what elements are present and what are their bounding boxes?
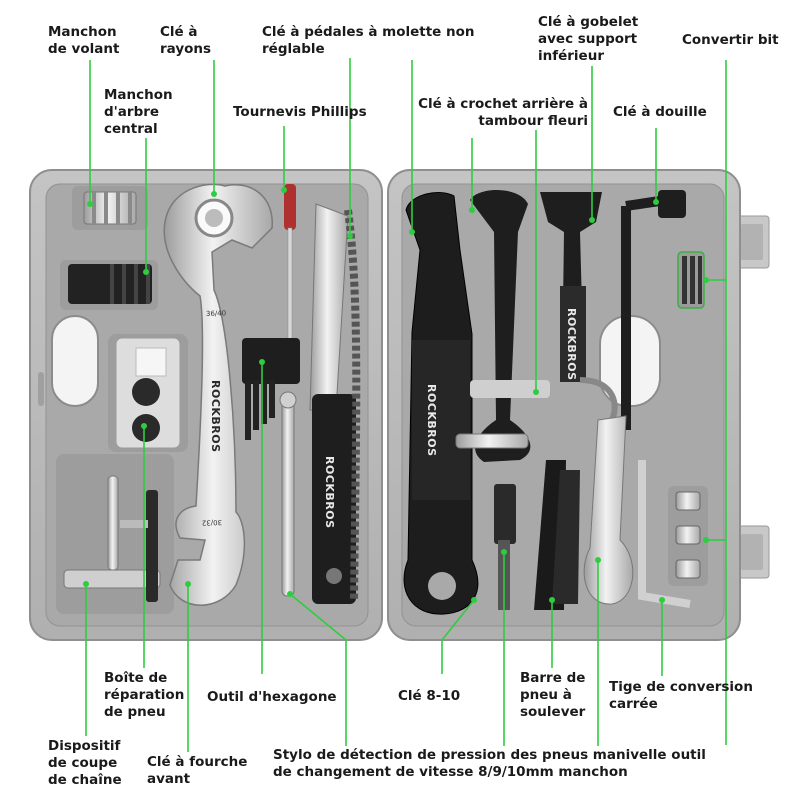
tire-pressure-pen	[279, 391, 297, 597]
label-tournevis: Tournevis Phillips	[233, 104, 367, 120]
leader-lines	[85, 58, 727, 752]
label-cle-crochet: Clé à crochet arrière à tambour fleuri	[418, 96, 588, 129]
cup-wrench-bottom-bracket: ROCKBROS	[540, 192, 618, 422]
case-handle-left	[51, 315, 99, 407]
label-coupe-chaine: Dispositif de coupe de chaîne	[48, 738, 122, 788]
chain-whip-brand: ROCKBROS	[323, 456, 336, 529]
converter-bit-holder	[677, 251, 705, 309]
label-manchon-volant: Manchon de volant	[48, 24, 120, 57]
label-barre-pneu: Barre de pneu à soulever	[520, 670, 586, 720]
socket-wrench	[621, 190, 686, 430]
label-cle-gobelet: Clé à gobelet avec support inférieur	[538, 14, 639, 64]
wrench-brand: ROCKBROS	[209, 380, 222, 453]
cup-wrench-brand: ROCKBROS	[565, 308, 578, 381]
wrench-size-bottom: 30/32	[202, 518, 222, 527]
flower-drum-hook-wrench	[470, 189, 550, 462]
label-cle-pedales: Clé à pédales à molette non réglable	[262, 24, 475, 57]
leader-cle-8-10	[441, 599, 475, 674]
case-hinge-top	[734, 215, 770, 269]
adjustable-wrench	[583, 415, 634, 605]
pedal-wrench: ROCKBROS	[403, 192, 479, 615]
label-cle-fourche: Clé à fourche avant	[147, 754, 248, 787]
square-conversion-sockets	[638, 460, 708, 608]
hex-key-set	[242, 338, 300, 440]
leader-dots	[83, 187, 709, 603]
tire-levers	[534, 460, 580, 610]
label-cle-8-10: Clé 8-10	[398, 688, 461, 704]
label-convertir-bit: Convertir bit	[682, 32, 779, 48]
label-stylo-pression: Stylo de détection de pression des pneus…	[273, 747, 706, 780]
wrench-8-10	[455, 433, 529, 449]
label-outil-hexagone: Outil d'hexagone	[207, 689, 337, 705]
label-cle-rayons: Clé à rayons	[160, 24, 212, 57]
chain-breaker-tool	[63, 475, 161, 602]
bottom-bracket-sleeve-tool	[68, 264, 152, 304]
cone-wrench: 36/40 30/32 ROCKBROS	[163, 183, 273, 606]
wrench-size-top: 36/40	[206, 309, 226, 318]
leader-stylo-pression	[289, 593, 347, 746]
label-cle-douille: Clé à douille	[613, 104, 707, 120]
chain-whip-tool: ROCKBROS	[309, 203, 361, 604]
label-manchon-arbre: Manchon d'arbre central	[104, 87, 173, 137]
tire-repair-box	[115, 337, 181, 449]
label-boite-reparation: Boîte de réparation de pneu	[104, 670, 185, 720]
label-tige-conversion: Tige de conversion carrée	[609, 679, 753, 712]
pedal-wrench-brand: ROCKBROS	[425, 384, 438, 457]
case-hinge-bottom	[734, 525, 770, 579]
flywheel-sleeve-tool	[83, 191, 137, 225]
